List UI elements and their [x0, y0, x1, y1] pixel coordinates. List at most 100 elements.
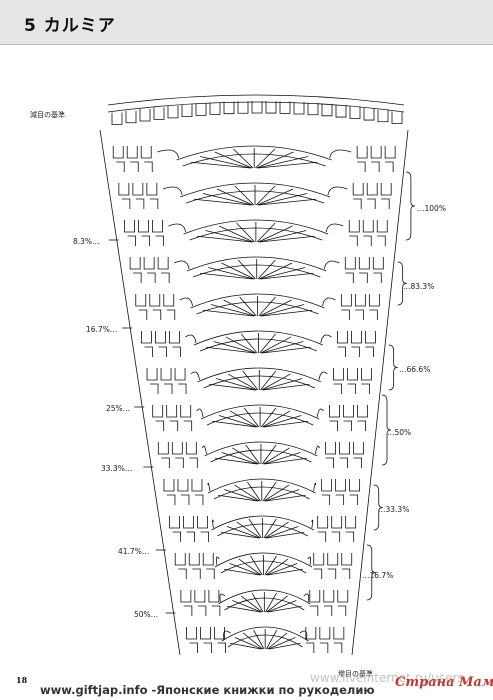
fan-stitch [243, 407, 260, 428]
fan-stitch [194, 198, 252, 206]
lattice-step [152, 309, 162, 320]
fan-stitch [267, 568, 304, 576]
lattice-step [313, 568, 323, 579]
lattice-step [211, 605, 221, 616]
lattice-step [175, 457, 184, 468]
lattice-block [214, 627, 225, 640]
lattice-block [166, 405, 178, 418]
lattice-block [208, 590, 220, 603]
lattice-step [347, 383, 356, 394]
fan-stitch [260, 336, 292, 354]
lattice-block [370, 146, 382, 159]
border-block [153, 107, 165, 120]
lattice-block [325, 442, 336, 455]
fan-arc [193, 330, 323, 346]
lattice-block [361, 368, 372, 381]
chain-link [162, 186, 183, 196]
lattice-block [309, 590, 321, 603]
fan-stitch [217, 494, 259, 502]
fan-arc [207, 478, 316, 494]
fan-stitch [266, 563, 298, 576]
border-block [237, 101, 249, 114]
lattice-step [183, 605, 193, 616]
fan-stitch [260, 370, 277, 391]
fan-stitch [257, 156, 309, 169]
lattice-block [200, 627, 211, 640]
fan-stitch [234, 484, 260, 502]
fan-stitch [223, 568, 260, 576]
fan-stitch [264, 489, 300, 502]
lattice-step [189, 642, 198, 653]
lattice-block [337, 331, 348, 344]
lattice-block [140, 146, 152, 159]
fan-stitch [219, 225, 254, 243]
lattice-step [141, 235, 150, 246]
fan-stitch [258, 296, 276, 317]
lattice-step [172, 531, 181, 542]
lattice-step [351, 346, 360, 357]
fan-stitch [268, 637, 296, 650]
fan-stitch [240, 595, 263, 613]
fan-stitch [238, 558, 262, 576]
fan-stitch [202, 193, 252, 206]
fan-stitch [258, 193, 308, 206]
fan-stitch [236, 521, 261, 539]
fan-arc [186, 256, 327, 272]
lattice-step [363, 235, 372, 246]
lattice-block [174, 368, 186, 381]
lattice-step [337, 605, 347, 616]
lattice-block [317, 516, 329, 529]
lattice-block [143, 257, 155, 270]
fan-stitch [258, 262, 293, 280]
lattice-block [344, 257, 356, 270]
fan-stitch [196, 235, 253, 243]
lattice-step [164, 383, 173, 394]
lattice-block [365, 331, 376, 344]
fan-stitch [261, 373, 291, 391]
fan-stitch [233, 148, 254, 169]
lattice-step [323, 605, 333, 616]
lattice-block [138, 220, 149, 233]
border-block [167, 105, 179, 119]
fan-stitch [226, 605, 261, 613]
lattice-block [384, 146, 396, 159]
lattice-block [323, 590, 335, 603]
fan-stitch [262, 410, 291, 428]
fan-stitch [250, 555, 263, 576]
pattern-name: カルミア [43, 16, 116, 36]
lattice-step [367, 198, 376, 209]
lattice-step [158, 346, 167, 357]
fan-stitch [262, 346, 311, 354]
lattice-block [135, 294, 147, 307]
top-border-arch-inner [107, 101, 405, 113]
fan-stitch [247, 481, 261, 502]
lattice-block [333, 368, 344, 381]
border-block [377, 109, 389, 123]
page-header [0, 0, 493, 44]
lattice-step [194, 494, 204, 505]
fan-stitch [265, 494, 306, 502]
chain-link [316, 408, 324, 418]
fan-stitch [257, 259, 276, 280]
lattice-block [183, 516, 194, 529]
lattice-block [146, 183, 158, 196]
lattice-block [191, 479, 203, 492]
lattice-step [345, 272, 354, 283]
lattice-step [121, 198, 131, 209]
fan-stitch [258, 225, 293, 243]
lattice-block [157, 442, 169, 455]
fan-stitch [256, 222, 276, 243]
lattice-step [144, 346, 153, 357]
lattice-step [172, 346, 181, 357]
lattice-block [341, 553, 353, 566]
lattice-block [169, 331, 180, 344]
lattice-block [171, 442, 183, 455]
fan-stitch [221, 262, 255, 280]
lattice-block [141, 331, 152, 344]
fan-stitch [259, 230, 307, 243]
lattice-block [132, 183, 144, 196]
fan-stitch [266, 531, 305, 539]
lattice-step [130, 161, 139, 172]
lattice-step [116, 161, 125, 172]
lattice-block [351, 331, 362, 344]
